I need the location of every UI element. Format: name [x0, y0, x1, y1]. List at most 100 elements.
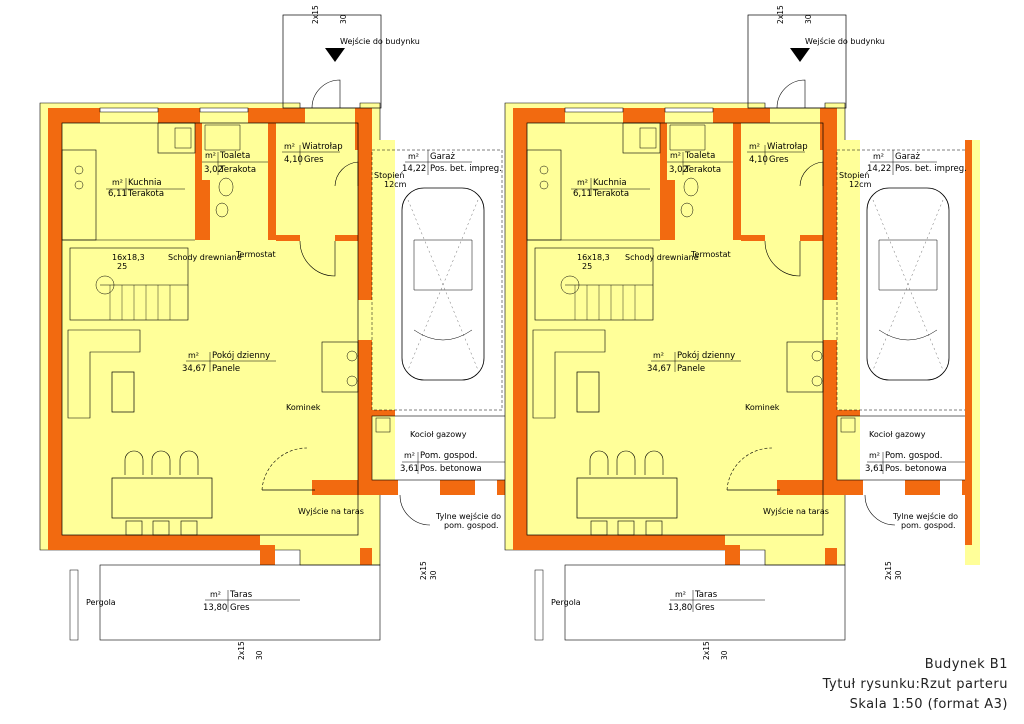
vestibule-unit: m² — [749, 142, 760, 151]
unit-left-labels: Wejście do budynku 2x15 30 m² Kuchnia 6,… — [86, 5, 502, 660]
terrace-exit-label: Wyjście na taras — [298, 506, 364, 516]
fireplace-label: Kominek — [286, 403, 321, 412]
toilet-finish: Terakota — [219, 165, 256, 175]
dim-b-1: 2x15 — [237, 641, 246, 660]
terrace-name: Taras — [229, 590, 253, 600]
vestibule-area: 4,10 — [284, 155, 303, 165]
stairs-dim2: 25 — [117, 262, 127, 271]
terrace-finish: Gres — [230, 603, 250, 613]
kitchen-name: Kuchnia — [128, 178, 162, 188]
dim-b-2: 30 — [720, 650, 729, 660]
pergola-label: Pergola — [551, 598, 581, 607]
stairs-label: Schody drewniane — [168, 253, 242, 262]
living-name: Pokój dzienny — [212, 350, 270, 361]
entrance-label: Wejście do budynku — [340, 36, 420, 46]
garage-name: Garaż — [895, 152, 920, 162]
toilet-area: 3,02 — [204, 165, 223, 175]
garage-finish: Pos. bet. impreg. — [895, 164, 967, 174]
utility-area: 3,61 — [400, 464, 419, 474]
toilet-unit: m² — [670, 151, 681, 160]
living-unit: m² — [653, 351, 664, 360]
back-entrance-label2: pom. gospod. — [901, 521, 956, 530]
garage-unit: m² — [408, 152, 419, 161]
dim-b-2: 30 — [255, 650, 264, 660]
living-area: 34,67 — [182, 364, 206, 374]
boiler-label: Kocioł gazowy — [869, 430, 926, 439]
entrance-label: Wejście do budynku — [805, 36, 885, 46]
terrace-unit: m² — [675, 590, 686, 599]
utility-finish: Pos. betonowa — [885, 464, 947, 474]
vestibule-area: 4,10 — [749, 155, 768, 165]
garage-area: 14,22 — [402, 164, 426, 174]
entrance-dim-b: 30 — [339, 14, 348, 24]
kitchen-unit: m² — [577, 178, 588, 187]
back-entrance-label: Tylne wejście do — [892, 511, 958, 521]
entrance-dim-a: 2x15 — [776, 5, 785, 24]
title-block: Budynek B1 Tytuł rysunku:Rzut parteru Sk… — [822, 657, 1008, 712]
drawing-title: Tytuł rysunku:Rzut parteru — [822, 677, 1008, 692]
vestibule-finish: Gres — [304, 155, 324, 165]
fireplace-label: Kominek — [745, 403, 780, 412]
dim-a-1: 2x15 — [419, 561, 428, 580]
utility-name: Pom. gospod. — [885, 451, 942, 461]
stairs-dim: 16x18,3 — [577, 253, 610, 262]
toilet-name: Toaleta — [684, 151, 715, 161]
living-area: 34,67 — [647, 364, 671, 374]
stairs-dim2: 25 — [582, 262, 592, 271]
vestibule-name: Wiatrołap — [767, 142, 808, 152]
vestibule-unit: m² — [284, 142, 295, 151]
terrace-area: 13,80 — [668, 603, 692, 613]
boiler-label: Kocioł gazowy — [410, 430, 467, 439]
stairs-dim: 16x18,3 — [112, 253, 145, 262]
stairs-label: Schody drewniane — [625, 253, 699, 262]
dim-a-2: 30 — [429, 570, 438, 580]
thermostat-label: Termostat — [690, 250, 731, 259]
drawing-scale: Skala 1:50 (format A3) — [850, 697, 1008, 712]
terrace-unit: m² — [210, 590, 221, 599]
terrace-finish: Gres — [695, 603, 715, 613]
step-height: 12cm — [384, 180, 407, 189]
building-name: Budynek B1 — [925, 657, 1008, 672]
utility-area: 3,61 — [865, 464, 884, 474]
kitchen-name: Kuchnia — [593, 178, 627, 188]
entrance-dim-a: 2x15 — [311, 5, 320, 24]
back-entrance-label: Tylne wejście do — [435, 511, 501, 521]
kitchen-area: 6,11 — [108, 189, 127, 199]
utility-name: Pom. gospod. — [420, 451, 477, 461]
toilet-unit: m² — [205, 151, 216, 160]
toilet-finish: Terakota — [684, 165, 721, 175]
kitchen-area: 6,11 — [573, 189, 592, 199]
living-finish: Panele — [677, 364, 705, 374]
garage-finish: Pos. bet. impreg. — [430, 164, 502, 174]
unit-right-labels: Wejście do budynku 2x15 30 m² Kuchnia 6,… — [551, 5, 967, 660]
kitchen-finish: Terakota — [592, 189, 629, 199]
step-height: 12cm — [849, 180, 872, 189]
entrance-dim-b: 30 — [804, 14, 813, 24]
terrace-area: 13,80 — [203, 603, 227, 613]
kitchen-finish: Terakota — [127, 189, 164, 199]
thermostat-label: Termostat — [235, 250, 276, 259]
terrace-exit-label: Wyjście na taras — [763, 506, 829, 516]
kitchen-unit: m² — [112, 178, 123, 187]
utility-unit: m² — [404, 451, 415, 460]
vestibule-name: Wiatrołap — [302, 142, 343, 152]
dim-a-1: 2x15 — [884, 561, 893, 580]
utility-unit: m² — [869, 451, 880, 460]
living-finish: Panele — [212, 364, 240, 374]
dim-b-1: 2x15 — [702, 641, 711, 660]
garage-area: 14,22 — [867, 164, 891, 174]
back-entrance-label2: pom. gospod. — [444, 521, 499, 530]
dim-a-2: 30 — [894, 570, 903, 580]
garage-unit: m² — [873, 152, 884, 161]
garage-name: Garaż — [430, 152, 455, 162]
step-label: Stopień — [839, 171, 869, 180]
living-name: Pokój dzienny — [677, 350, 735, 361]
utility-finish: Pos. betonowa — [420, 464, 482, 474]
step-label: Stopień — [374, 171, 404, 180]
toilet-area: 3,02 — [669, 165, 688, 175]
terrace-name: Taras — [694, 590, 718, 600]
toilet-name: Toaleta — [219, 151, 250, 161]
pergola-label: Pergola — [86, 598, 116, 607]
